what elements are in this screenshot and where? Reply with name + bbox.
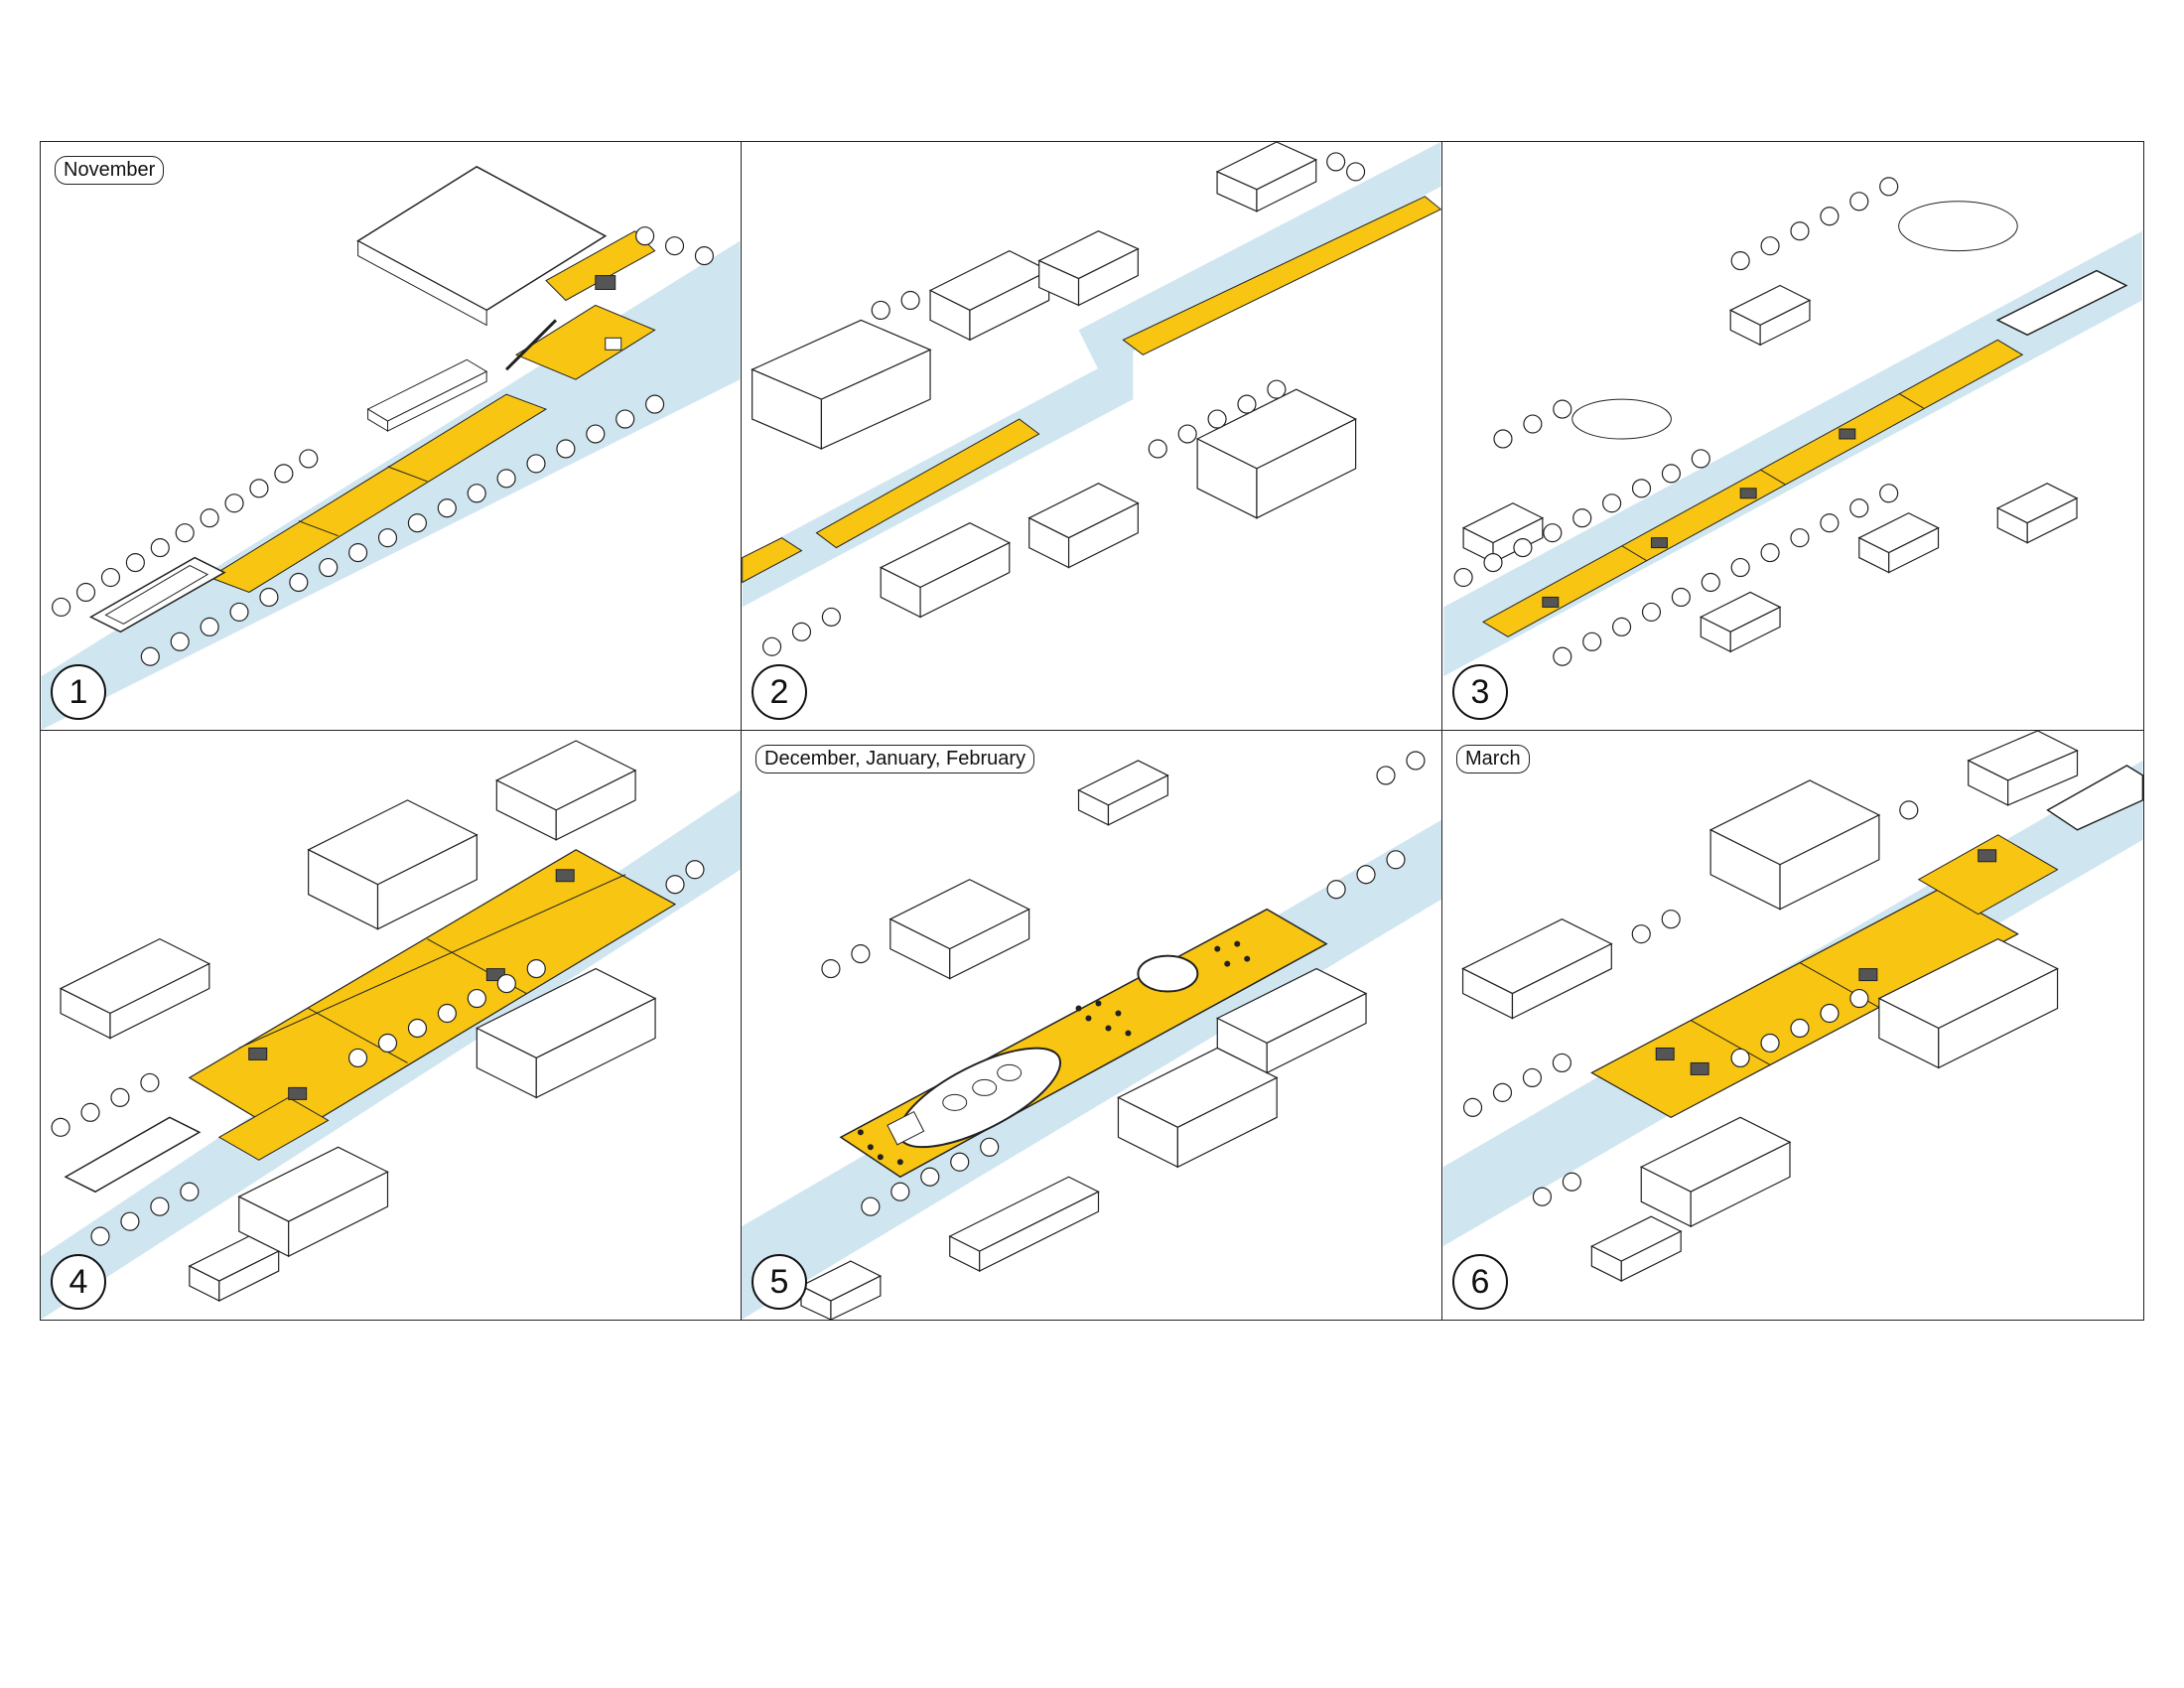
platform: [514, 304, 656, 380]
season-label: November: [55, 156, 165, 185]
panel-6-scene: [1442, 731, 2143, 1283]
storyboard-grid: November 1: [40, 141, 2144, 1321]
building-icon: [799, 760, 1368, 1320]
canal: [1078, 142, 1441, 370]
crane: [505, 319, 557, 371]
season-label: March: [1456, 745, 1530, 774]
platform: [1590, 889, 2019, 1119]
step-number-badge: 1: [51, 664, 106, 720]
platform: [1122, 196, 1441, 355]
panel-1: November 1: [41, 142, 742, 731]
tree-icon: [1462, 800, 1919, 1206]
panel-6: March 6: [1442, 731, 2143, 1320]
panel-5: December, January, February 5: [742, 731, 1442, 1320]
crowd: [857, 940, 1251, 1166]
panel-5-scene: [742, 751, 1441, 1320]
platform: [217, 1096, 330, 1161]
building-icon: [59, 740, 657, 1303]
tree-icon: [52, 226, 715, 666]
platform: [207, 393, 548, 594]
step-number-badge: 6: [1452, 1254, 1508, 1310]
platform: [1917, 834, 2059, 915]
step-number-badge: 5: [751, 1254, 807, 1310]
pool: [887, 1110, 925, 1146]
pond: [1898, 201, 2018, 252]
boat-icon: [64, 1116, 202, 1194]
building-icon: [751, 142, 1357, 619]
panel-1-scene: [41, 166, 741, 730]
tree-icon: [821, 751, 1426, 1216]
panel-2: 2: [742, 142, 1442, 731]
building-icon: [1461, 731, 2079, 1283]
platform: [545, 230, 656, 302]
panel-3: 3: [1442, 142, 2143, 731]
panel-4-scene: [41, 740, 741, 1320]
pool: [1137, 954, 1199, 993]
pond: [1571, 398, 1672, 440]
panel-4: 4: [41, 731, 742, 1320]
step-number-badge: 3: [1452, 664, 1508, 720]
boat-icon: [1995, 269, 2128, 337]
panel-3-scene: [1443, 177, 2142, 677]
tree-icon: [51, 860, 705, 1246]
step-number-badge: 2: [751, 664, 807, 720]
boat-icon: [2046, 765, 2143, 831]
season-label: December, January, February: [755, 745, 1035, 774]
panel-2-scene: [742, 142, 1441, 656]
step-number-badge: 4: [51, 1254, 106, 1310]
tree-icon: [762, 152, 1366, 656]
tree-icon: [1453, 177, 1899, 666]
platform: [815, 418, 1040, 549]
